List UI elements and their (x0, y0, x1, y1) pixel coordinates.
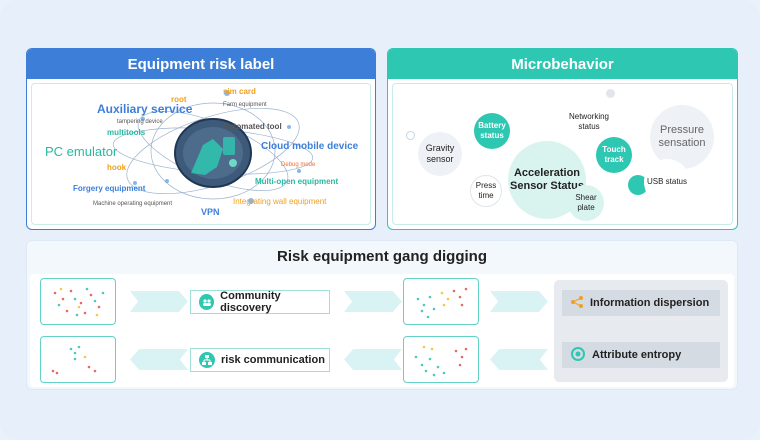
label-debug-mode: Debug mode (281, 162, 316, 168)
gang-digging-panel: Risk equipment gang digging Community di… (26, 240, 738, 390)
flow-arrow-right-2 (344, 291, 402, 312)
bubble-gravity-sensor: Gravity sensor (418, 132, 462, 176)
label-auxiliary-service: Auxiliary service (97, 102, 193, 116)
label-sim-card: sim card (223, 87, 256, 96)
bubble-decor-small-2 (606, 89, 615, 98)
bubble-networking-status: Networking status (566, 99, 612, 145)
bubble-battery-status: Battery status (474, 113, 510, 149)
label-integrating-wall-equipment: Integrating wall equipment (233, 197, 327, 206)
label-tampering-device: tampering device (117, 119, 163, 125)
risk-communication-step: risk communication (190, 348, 330, 372)
orbit-graphic (112, 90, 314, 204)
bubble-touch-track: Touch track (596, 137, 632, 173)
label-cloud-mobile-device: Cloud mobile device (261, 141, 359, 152)
community-discovery-label: Community discovery (220, 290, 281, 314)
information-dispersion-bar: Information dispersion (562, 290, 720, 316)
entropy-icon (570, 346, 586, 365)
label-multi-open-equipment: Multi-open equipment (255, 177, 339, 186)
flow-arrow-left-1 (130, 349, 188, 370)
scatter-thumb-final (40, 336, 116, 383)
bubble-decor-small-1 (406, 131, 415, 140)
flow-arrow-right-3 (490, 291, 548, 312)
equipment-risk-label-panel: Equipment risk label root (26, 48, 376, 230)
bubble-usb-status-dot (628, 175, 648, 195)
flow-arrow-right-1 (130, 291, 188, 312)
bubble-press-time: Press time (470, 175, 502, 207)
attribute-entropy-label: Attribute entropy (592, 349, 682, 361)
device-globe-icon (174, 118, 252, 188)
attribute-entropy-bar: Attribute entropy (562, 342, 720, 368)
microbehavior-panel: Microbehavior Gravity sensor Battery sta… (387, 48, 738, 230)
microbehavior-card (392, 83, 733, 225)
gang-digging-title: Risk equipment gang digging (277, 248, 487, 265)
scatter-thumb-raw (40, 278, 116, 325)
bubble-shear-plate: Shear plate (568, 185, 604, 221)
label-forgery-equipment: Forgery equipment (73, 184, 146, 193)
community-discovery-step: Community discovery (190, 290, 330, 314)
flow-arrow-left-2 (344, 349, 402, 370)
bubble-usb-status: USB status (644, 159, 690, 205)
network-icon (199, 352, 215, 368)
label-farm-equipment: Farm equipment (223, 102, 267, 108)
scatter-thumb-scored (403, 336, 479, 383)
label-automated-tool: Automated tool (223, 122, 282, 131)
flow-arrow-left-3 (490, 349, 548, 370)
label-hook: hook (107, 163, 127, 172)
equipment-risk-label-title: Equipment risk label (27, 49, 375, 79)
community-icon (199, 294, 215, 310)
risk-label-card (31, 83, 371, 225)
label-machine-operating-equipment: Machine operating equipment (93, 201, 173, 207)
label-vpn: VPN (201, 207, 220, 217)
label-multitools: multitools (107, 128, 146, 137)
microbehavior-title: Microbehavior (388, 49, 737, 79)
information-dispersion-label: Information dispersion (590, 297, 710, 309)
flow-area: Community discovery Information dispersi… (30, 274, 734, 387)
label-pc-emulator: PC emulator (45, 144, 118, 159)
label-root: root (171, 95, 187, 104)
scatter-thumb-clustered (403, 278, 479, 325)
analysis-methods-block: Information dispersion Attribute entropy (554, 280, 728, 382)
share-icon (570, 295, 584, 312)
bubble-pressure-sensation: Pressure sensation (650, 105, 714, 169)
risk-communication-label: risk communication (221, 354, 325, 366)
